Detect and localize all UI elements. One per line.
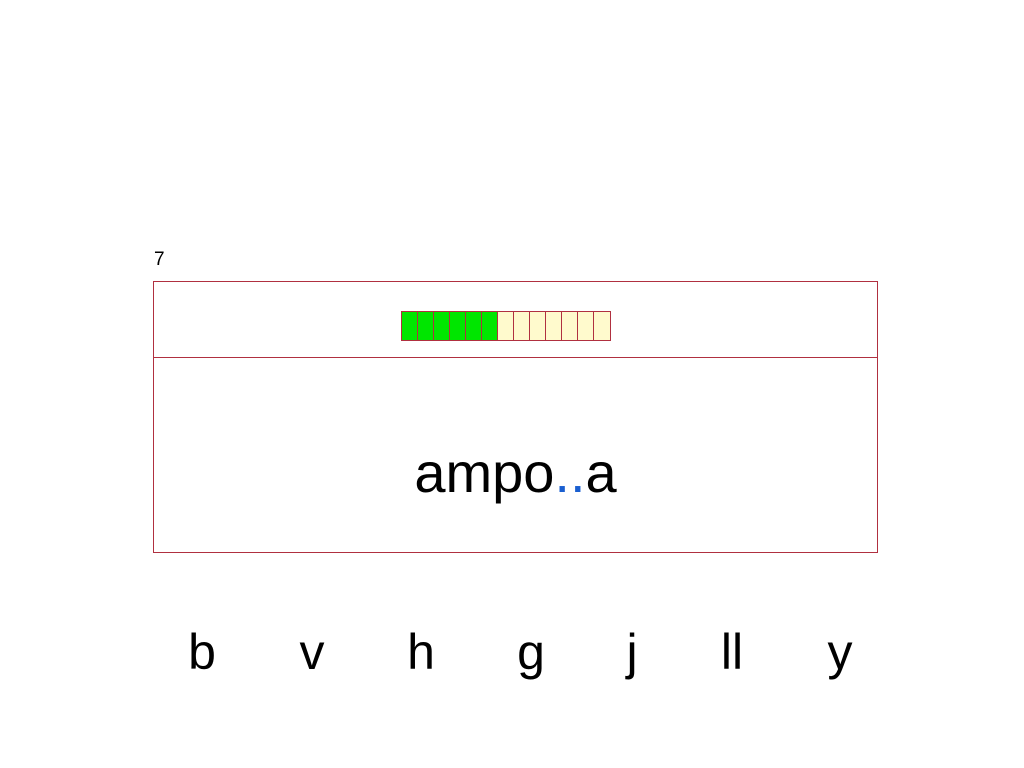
option-ll[interactable]: ll [720, 624, 744, 680]
progress-cell-remaining [498, 312, 514, 340]
word-area: ampo..a [154, 358, 877, 553]
progress-cell-completed [466, 312, 482, 340]
progress-cell-remaining [578, 312, 594, 340]
progress-cell-remaining [514, 312, 530, 340]
word-gap: .. [554, 441, 586, 504]
option-h[interactable]: h [407, 624, 435, 680]
option-y[interactable]: y [827, 624, 853, 680]
progress-cell-remaining [562, 312, 578, 340]
word-suffix: a [585, 441, 617, 504]
letter-options: b v h g j ll y [150, 620, 890, 690]
progress-cell-remaining [546, 312, 562, 340]
option-j[interactable]: j [626, 624, 638, 680]
progress-cell-remaining [530, 312, 546, 340]
option-g[interactable]: g [517, 624, 545, 680]
option-v[interactable]: v [299, 624, 325, 680]
option-b[interactable]: b [188, 624, 216, 680]
progress-strip [154, 282, 877, 358]
progress-bar [401, 311, 611, 341]
progress-cell-remaining [594, 312, 610, 340]
incomplete-word: ampo..a [154, 438, 877, 508]
exercise-card: ampo..a [153, 281, 878, 553]
question-number: 7 [154, 249, 165, 270]
progress-cell-completed [450, 312, 466, 340]
progress-cell-completed [402, 312, 418, 340]
progress-cell-completed [418, 312, 434, 340]
word-prefix: ampo [414, 441, 555, 504]
progress-cell-completed [434, 312, 450, 340]
progress-cell-completed [482, 312, 498, 340]
